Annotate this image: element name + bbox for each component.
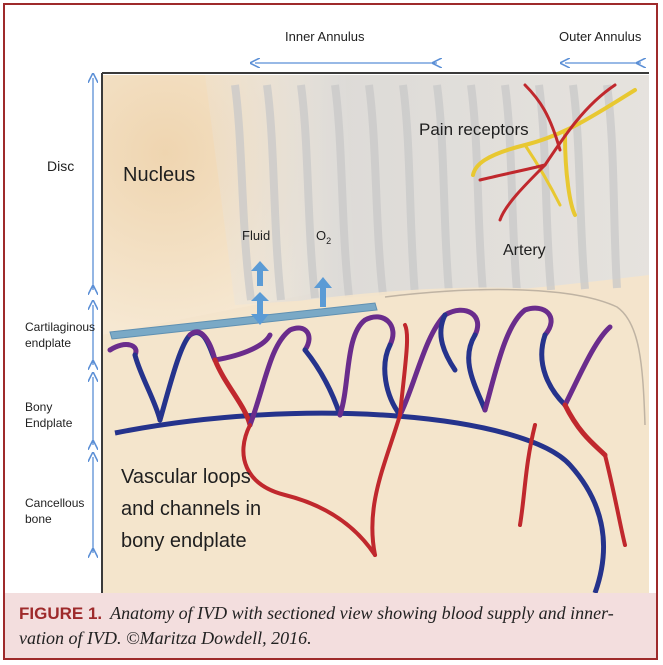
cancellous-bone-label-line1: Cancellous [25,496,84,510]
caption-box: FIGURE 1. Anatomy of IVD with sectioned v… [5,593,656,658]
vascular-label-line1: Vascular loops [121,466,251,488]
vascular-label-line2: and channels in [121,498,261,520]
vascular-label-line3: bony endplate [121,530,247,552]
figure-caption: FIGURE 1. Anatomy of IVD with sectioned v… [19,601,642,651]
pain-receptors-label: Pain receptors [419,120,529,139]
caption-text-line1: Anatomy of IVD with sectioned view showi… [110,603,614,623]
artery-label: Artery [503,242,546,259]
outer-annulus-label: Outer Annulus [559,29,642,44]
fluid-label: Fluid [242,228,270,243]
caption-text-line2: vation of IVD. ©Maritza Dowdell, 2016. [19,628,312,648]
inner-annulus-label: Inner Annulus [285,29,365,44]
ivd-anatomy-diagram: Inner Annulus Outer Annulus Disc Nucleus… [5,5,656,593]
figure-label: FIGURE 1. [19,604,102,623]
bony-endplate-label-line2: Endplate [25,416,73,430]
cartilaginous-label-line2: endplate [25,336,71,350]
o2-subscript: 2 [326,236,331,246]
cancellous-bone-label-line2: bone [25,512,52,526]
bony-endplate-label-line1: Bony [25,400,52,414]
o2-main-text: O [316,228,326,243]
disc-label: Disc [47,158,74,174]
figure-illustration: Inner Annulus Outer Annulus Disc Nucleus… [5,5,656,593]
cartilaginous-label-line1: Cartilaginous [25,320,95,334]
nucleus-label: Nucleus [123,164,195,186]
